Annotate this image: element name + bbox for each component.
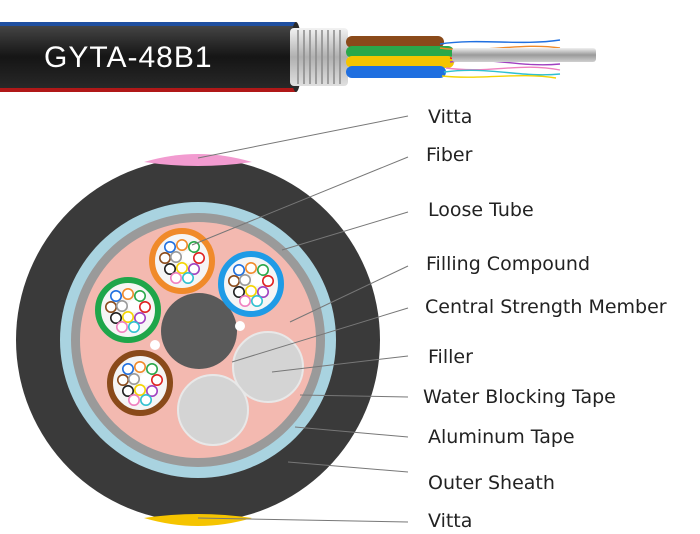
loose-tube-brown [107,350,173,416]
label-vitta-bottom: Vitta [428,510,472,532]
fiber-core [170,251,183,264]
fiber-core [251,294,264,307]
fiber-core [134,311,147,324]
fiber-core [233,263,246,276]
small-filler [150,340,160,350]
filler-bottom [177,374,249,446]
label-central-strength-member: Central Strength Member [425,296,667,318]
filler-right [232,331,304,403]
fiber-core [105,300,118,313]
fiber-core [233,285,246,298]
jacket-blue-stripe [0,22,296,26]
fiber-core [134,360,147,373]
fiber-core [239,294,252,307]
loose-tube-orange [149,228,215,294]
fiber-core [110,289,123,302]
fiber-core [164,241,177,254]
fiber-core [188,241,201,254]
fiber-core [256,263,269,276]
fiber-core [122,384,135,397]
fiber-core [140,372,153,385]
vitta-top-stripe [144,154,252,166]
fiber-core [193,252,206,265]
label-filling-compound: Filling Compound [426,253,590,275]
fiber-core [122,287,135,300]
fiber-core [159,252,172,265]
cable-model-label: GYTA-48B1 [44,41,213,74]
fiber-core [122,310,135,323]
fiber-core [139,300,152,313]
label-aluminum-tape: Aluminum Tape [428,426,575,448]
central-rod [452,48,596,62]
fiber-core [116,299,129,312]
fiber-core [117,373,130,386]
loose-tube-green [95,277,161,343]
loose-tube-bundle [346,36,454,78]
component-labels: Vitta Fiber Loose Tube Filling Compound … [423,106,667,532]
leader-lines [191,115,409,523]
fiber-core [122,362,135,375]
central-strength-member [161,293,237,369]
cable-cross-section [16,154,380,526]
label-vitta-top: Vitta [428,106,472,128]
fiber-core [245,261,258,274]
fiber-core [116,320,129,333]
fiber-core [140,393,153,406]
vitta-bottom-stripe [144,514,252,526]
fiber-core [146,362,159,375]
fiber-core [164,262,177,275]
fiber-core [176,261,189,274]
fiber-core [134,289,147,302]
label-water-blocking-tape: Water Blocking Tape [423,386,616,408]
fiber-core [251,273,264,286]
cable-outer-jacket [0,22,296,92]
fiber-core [128,299,141,312]
fiber-core [261,274,274,287]
jacket-red-stripe [0,88,296,92]
label-filler: Filler [428,346,473,368]
fiber-core [182,271,195,284]
fiber-core [151,373,164,386]
fiber-core [256,285,269,298]
loose-tube-blue [218,251,284,317]
label-outer-sheath: Outer Sheath [428,472,555,494]
fiber-core [128,393,141,406]
fiber-core [110,311,123,324]
fiber-core [146,384,159,397]
fiber-core [128,320,141,333]
fiber-core [170,271,183,284]
cable-side-view: GYTA-48B1 [0,22,596,92]
fiber-core [228,274,241,287]
label-fiber: Fiber [426,144,473,166]
small-filler [235,321,245,331]
fiber-core [239,273,252,286]
label-loose-tube: Loose Tube [428,199,534,221]
fiber-core [182,251,195,264]
fiber-core [188,262,201,275]
fiber-core [128,372,141,385]
armor-tape-segment [290,28,348,86]
fiber-core [245,284,258,297]
fiber-core [134,383,147,396]
fiber-core [176,239,189,252]
